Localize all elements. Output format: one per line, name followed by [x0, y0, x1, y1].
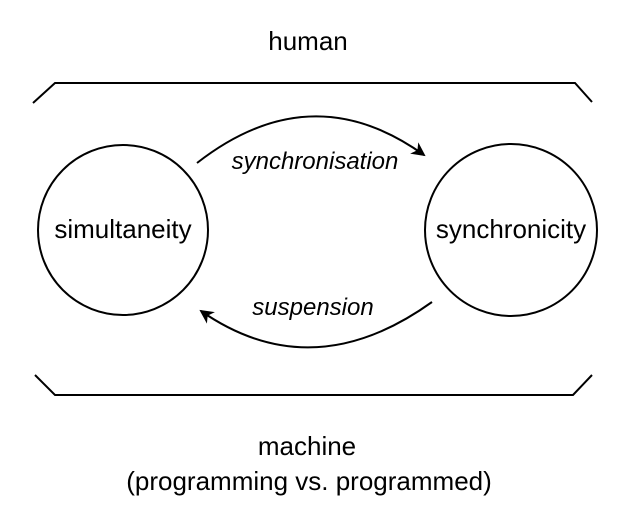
- suspension-arrow: [199, 301, 433, 349]
- suspension-arrow-label: suspension: [252, 294, 373, 321]
- top-bracket: [32, 82, 593, 104]
- machine-sublabel: (programming vs. programmed): [126, 466, 492, 496]
- synchronicity-node-label: synchronicity: [436, 214, 586, 244]
- machine-label: machine: [258, 431, 356, 461]
- simultaneity-node-label: simultaneity: [54, 214, 191, 244]
- synchronisation-arrow: [196, 115, 426, 164]
- human-label: human: [268, 26, 348, 56]
- simultaneity-node: [37, 144, 209, 316]
- bottom-bracket: [34, 374, 593, 396]
- synchronicity-node: [424, 143, 598, 317]
- synchronisation-arrow-label: synchronisation: [232, 148, 399, 175]
